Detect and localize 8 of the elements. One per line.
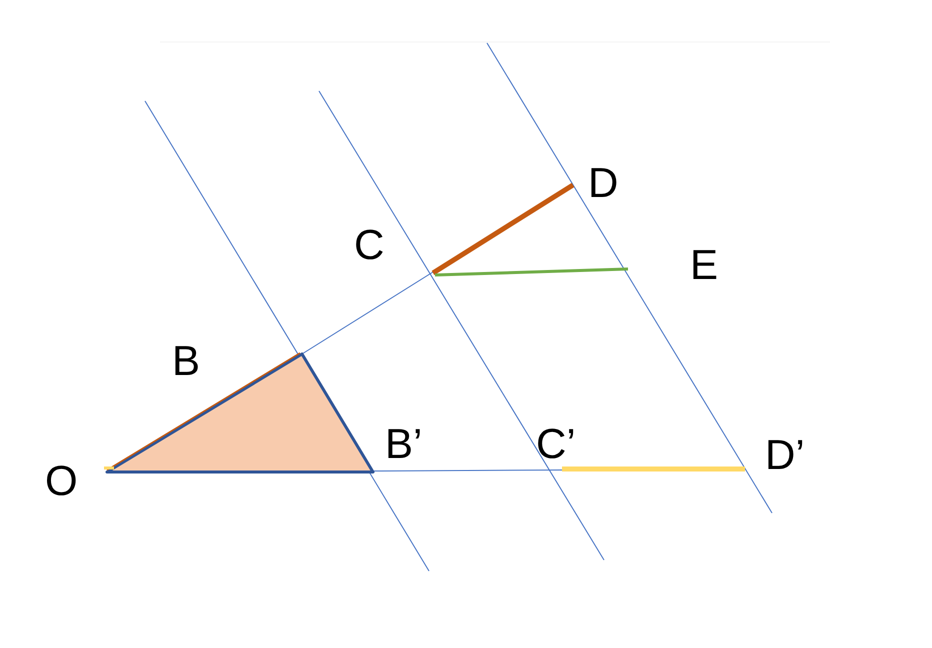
point-label: B [172, 340, 200, 382]
point-label: E [690, 244, 718, 286]
point-label: D’ [765, 434, 805, 476]
point-label: C’ [536, 423, 576, 465]
point-label: O [45, 460, 78, 502]
point-label: D [588, 162, 618, 204]
point-label: B’ [385, 423, 422, 465]
point-label: C [354, 224, 384, 266]
